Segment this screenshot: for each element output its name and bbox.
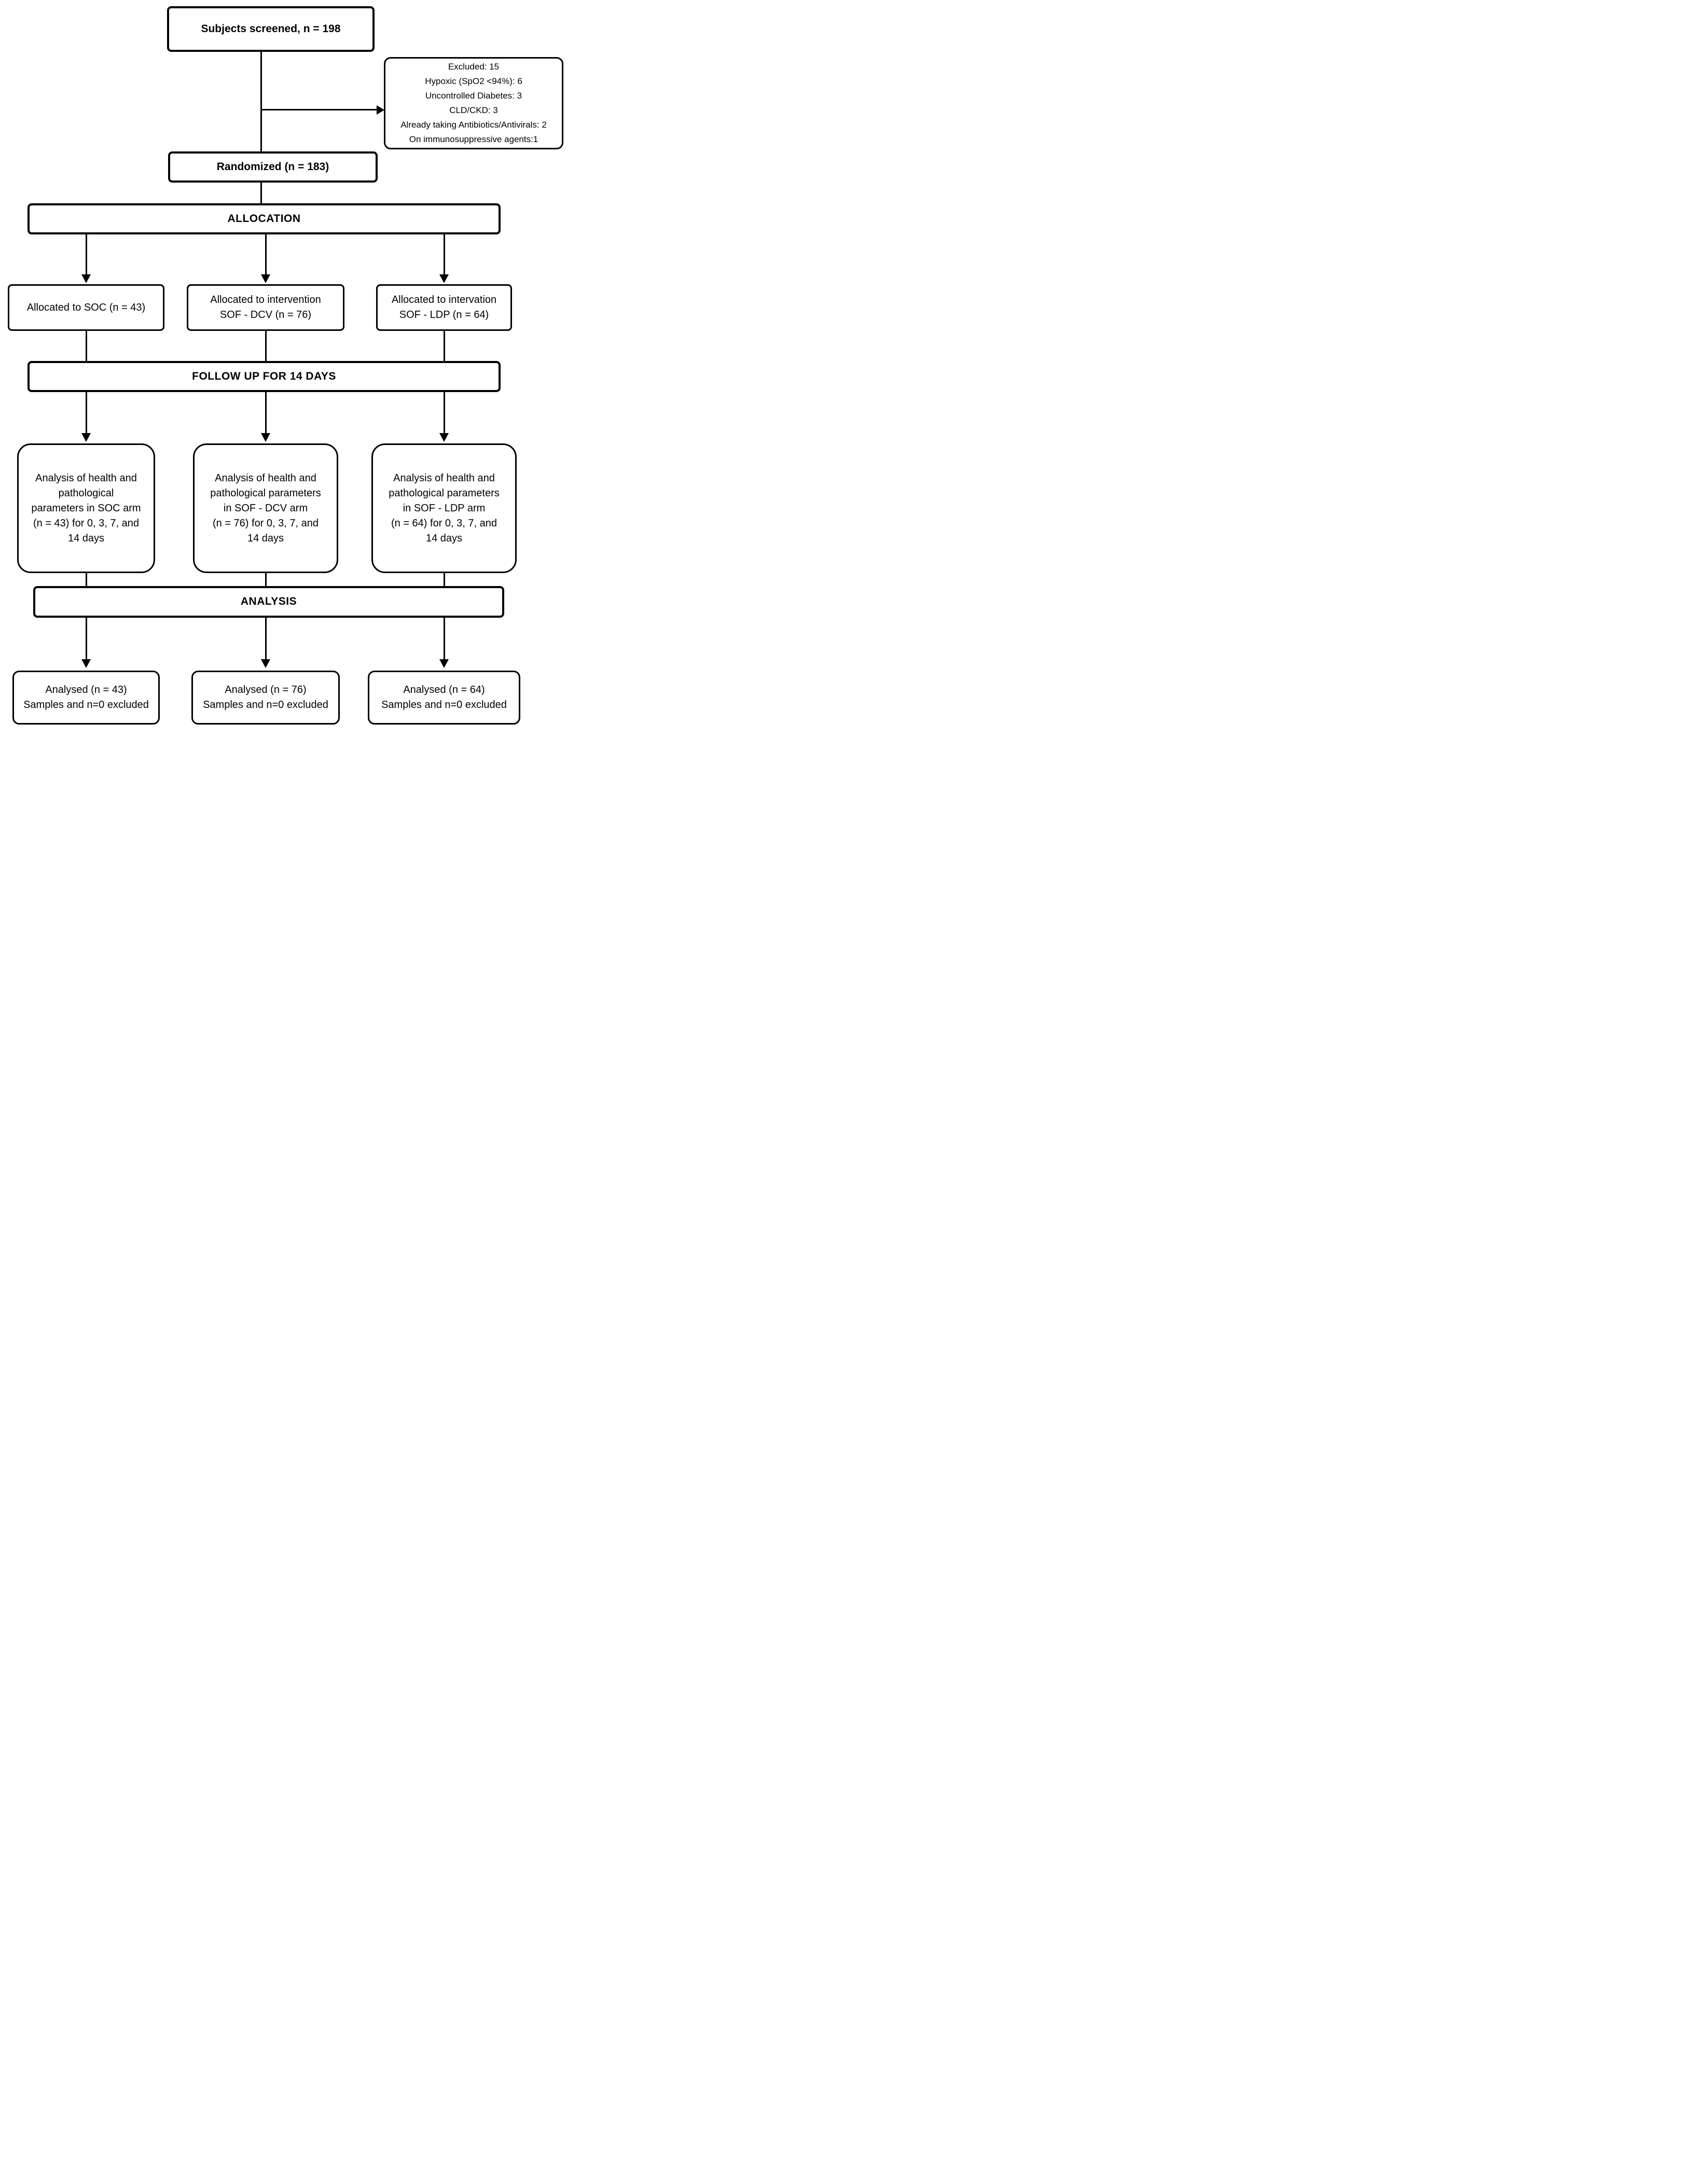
- arrowhead-down-icon: [439, 659, 449, 668]
- analysis-sof-ldp-line: 14 days: [425, 532, 463, 544]
- analysis-soc-line: (n = 43) for 0, 3, 7, and: [33, 517, 139, 529]
- connector-allocation-to-sof-ldp: [443, 234, 445, 275]
- followup-bar: FOLLOW UP FOR 14 DAYS: [27, 361, 501, 392]
- allocation-bar-label: ALLOCATION: [227, 212, 301, 225]
- excluded-line: On immunosuppressive agents:1: [409, 134, 538, 144]
- allocated-soc-box: Allocated to SOC (n = 43): [8, 284, 164, 331]
- allocated-sof-dcv-line: SOF - DCV (n = 76): [219, 309, 312, 321]
- analysis-sof-ldp-line: in SOF - LDP arm: [403, 502, 486, 514]
- excluded-line: Excluded: 15: [448, 62, 500, 72]
- excluded-box: Excluded: 15 Hypoxic (SpO2 <94%): 6 Unco…: [384, 57, 563, 149]
- arrowhead-right-icon: [377, 105, 384, 115]
- randomized-label: Randomized (n = 183): [216, 160, 329, 173]
- connector-analysis-to-sof-dcv-analysed: [265, 618, 267, 660]
- arrowhead-down-icon: [261, 659, 270, 668]
- arrowhead-down-icon: [81, 274, 91, 283]
- allocated-sof-ldp-line: Allocated to intervation: [391, 294, 497, 305]
- connector-analysis-to-sof-ldp-analysed: [443, 618, 445, 660]
- arrowhead-down-icon: [439, 433, 449, 442]
- analysis-sof-ldp-box: Analysis of health and pathological para…: [371, 443, 517, 573]
- connector-sof-ldp-to-followup: [443, 331, 445, 361]
- allocated-sof-ldp-box: Allocated to intervation SOF - LDP (n = …: [376, 284, 512, 331]
- allocated-sof-dcv-line: Allocated to intervention: [210, 294, 321, 305]
- arrowhead-down-icon: [81, 659, 91, 668]
- analysed-sof-dcv-box: Analysed (n = 76) Samples and n=0 exclud…: [191, 671, 340, 725]
- excluded-line: Already taking Antibiotics/Antivirals: 2: [400, 120, 547, 130]
- analysis-soc-line: pathological: [58, 487, 114, 499]
- arrowhead-down-icon: [261, 274, 270, 283]
- analysis-sof-dcv-line: Analysis of health and: [215, 472, 316, 484]
- analysed-soc-line: Samples and n=0 excluded: [23, 699, 149, 711]
- connector-allocation-to-sof-dcv: [265, 234, 267, 275]
- analysis-sof-ldp-line: Analysis of health and: [393, 472, 495, 484]
- connector-screened-to-randomized: [260, 52, 262, 151]
- analysed-sof-ldp-line: Samples and n=0 excluded: [381, 699, 507, 711]
- analysis-sof-dcv-box: Analysis of health and pathological para…: [193, 443, 338, 573]
- analysis-sof-dcv-line: (n = 76) for 0, 3, 7, and: [212, 517, 319, 529]
- arrowhead-down-icon: [439, 274, 449, 283]
- excluded-line: Uncontrolled Diabetes: 3: [425, 91, 522, 101]
- arrowhead-down-icon: [81, 433, 91, 442]
- excluded-line: CLD/CKD: 3: [449, 105, 498, 115]
- analysed-soc-line: Analysed (n = 43): [45, 684, 127, 695]
- analysis-sof-dcv-line: pathological parameters: [210, 487, 321, 499]
- analysis-sof-ldp-line: pathological parameters: [389, 487, 500, 499]
- analysed-sof-ldp-box: Analysed (n = 64) Samples and n=0 exclud…: [368, 671, 520, 725]
- followup-bar-label: FOLLOW UP FOR 14 DAYS: [192, 370, 336, 382]
- analysis-soc-box: Analysis of health and pathological para…: [17, 443, 155, 573]
- analysis-soc-line: parameters in SOC arm: [31, 502, 141, 514]
- allocated-sof-ldp-line: SOF - LDP (n = 64): [399, 309, 489, 321]
- connector-soc-to-followup: [85, 331, 87, 361]
- screened-label: Subjects screened, n = 198: [201, 22, 341, 35]
- analysis-sof-ldp-line: (n = 64) for 0, 3, 7, and: [391, 517, 497, 529]
- allocated-sof-dcv-box: Allocated to intervention SOF - DCV (n =…: [187, 284, 344, 331]
- analysis-soc-line: Analysis of health and: [35, 472, 137, 484]
- randomized-box: Randomized (n = 183): [168, 151, 378, 183]
- analysed-sof-ldp-line: Analysed (n = 64): [403, 684, 485, 695]
- arrowhead-down-icon: [261, 433, 270, 442]
- excluded-line: Hypoxic (SpO2 <94%): 6: [425, 76, 522, 86]
- connector-soc-analysis-to-analysis-bar: [85, 573, 87, 586]
- connector-randomized-to-allocation: [260, 183, 262, 203]
- connector-followup-to-soc-analysis: [85, 392, 87, 434]
- analysed-sof-dcv-line: Analysed (n = 76): [225, 684, 307, 695]
- allocated-soc-line: Allocated to SOC (n = 43): [26, 301, 146, 313]
- connector-followup-to-sof-ldp-analysis: [443, 392, 445, 434]
- connector-sof-dcv-analysis-to-analysis-bar: [265, 573, 267, 586]
- connector-followup-to-sof-dcv-analysis: [265, 392, 267, 434]
- analysis-bar: ANALYSIS: [33, 586, 504, 618]
- connector-sof-dcv-to-followup: [265, 331, 267, 361]
- consort-flow-diagram: Subjects screened, n = 198 Excluded: 15 …: [0, 0, 567, 728]
- connector-allocation-to-soc: [85, 234, 87, 275]
- connector-branch-to-excluded: [261, 109, 377, 110]
- analysis-soc-line: 14 days: [67, 532, 105, 544]
- analysis-sof-dcv-line: 14 days: [247, 532, 284, 544]
- screened-box: Subjects screened, n = 198: [167, 6, 375, 52]
- allocation-bar: ALLOCATION: [27, 203, 501, 234]
- connector-analysis-to-soc-analysed: [85, 618, 87, 660]
- analysed-sof-dcv-line: Samples and n=0 excluded: [203, 699, 328, 711]
- connector-sof-ldp-analysis-to-analysis-bar: [443, 573, 445, 586]
- analysed-soc-box: Analysed (n = 43) Samples and n=0 exclud…: [12, 671, 160, 725]
- analysis-bar-label: ANALYSIS: [240, 595, 297, 608]
- analysis-sof-dcv-line: in SOF - DCV arm: [223, 502, 308, 514]
